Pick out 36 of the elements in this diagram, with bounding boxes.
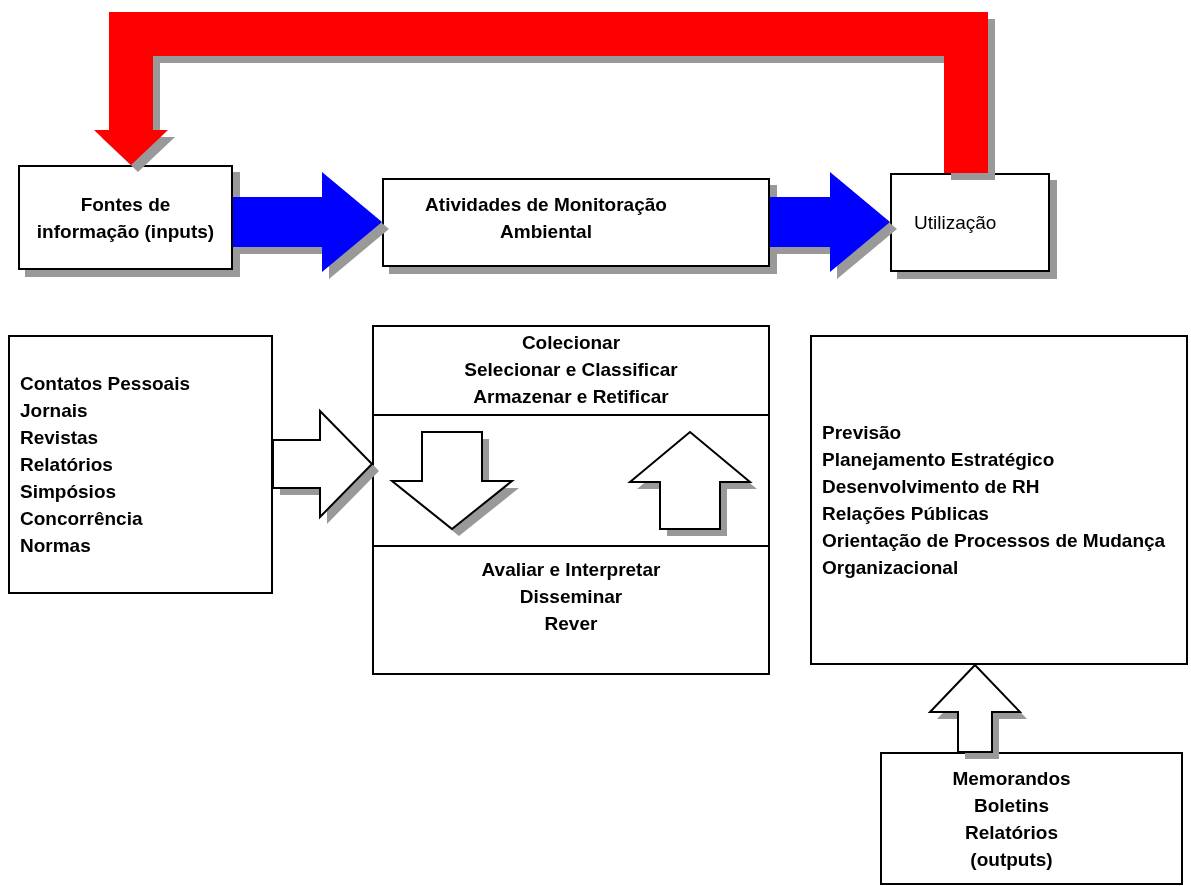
block-arrow: [233, 172, 389, 279]
box-text: Desenvolvimento de RH: [822, 475, 1041, 499]
block-arrow: [389, 431, 519, 536]
process-box: [8, 335, 273, 594]
block-arrow: [94, 12, 995, 180]
process-box: [372, 325, 770, 675]
box-text: Normas: [20, 534, 92, 558]
box-text: Simpósios: [20, 480, 118, 504]
box-text: Concorrência: [20, 507, 144, 531]
block-arrow: [770, 172, 897, 279]
box-text: Rever: [543, 611, 599, 636]
box-text: Planejamento Estratégico: [822, 448, 1056, 472]
box-text: Colecionar: [520, 331, 622, 355]
box-text: Fontes de informação (inputs): [35, 192, 216, 244]
box-text: Utilização: [914, 211, 998, 235]
box-text: Memorandos: [951, 766, 1072, 791]
box-text: Boletins: [973, 793, 1050, 818]
box-text: Previsão: [822, 421, 903, 445]
box-text: Selecionar e Classificar: [463, 358, 679, 382]
block-arrow: [272, 408, 379, 524]
box-text: Relatórios: [20, 453, 114, 477]
box-text: Relações Públicas: [822, 502, 990, 526]
box-text: Avaliar e Interpretar: [480, 557, 662, 582]
box-text: Contatos Pessoais: [20, 372, 191, 396]
box-text: Relatórios: [964, 820, 1059, 845]
box-text: Revistas: [20, 426, 100, 450]
process-box: [880, 752, 1183, 885]
box-text: Disseminar: [518, 584, 624, 609]
box-text: Armazenar e Retificar: [472, 385, 670, 409]
box-text: Atividades de Monitoração Ambiental: [424, 192, 668, 244]
box-text: Jornais: [20, 399, 89, 423]
box-text: Orientação de Processos de Mudança Organizacional: [822, 529, 1167, 580]
block-arrow: [927, 663, 1027, 759]
box-text: (outputs): [969, 847, 1054, 872]
process-box: [810, 335, 1188, 665]
block-arrow: [627, 430, 757, 536]
